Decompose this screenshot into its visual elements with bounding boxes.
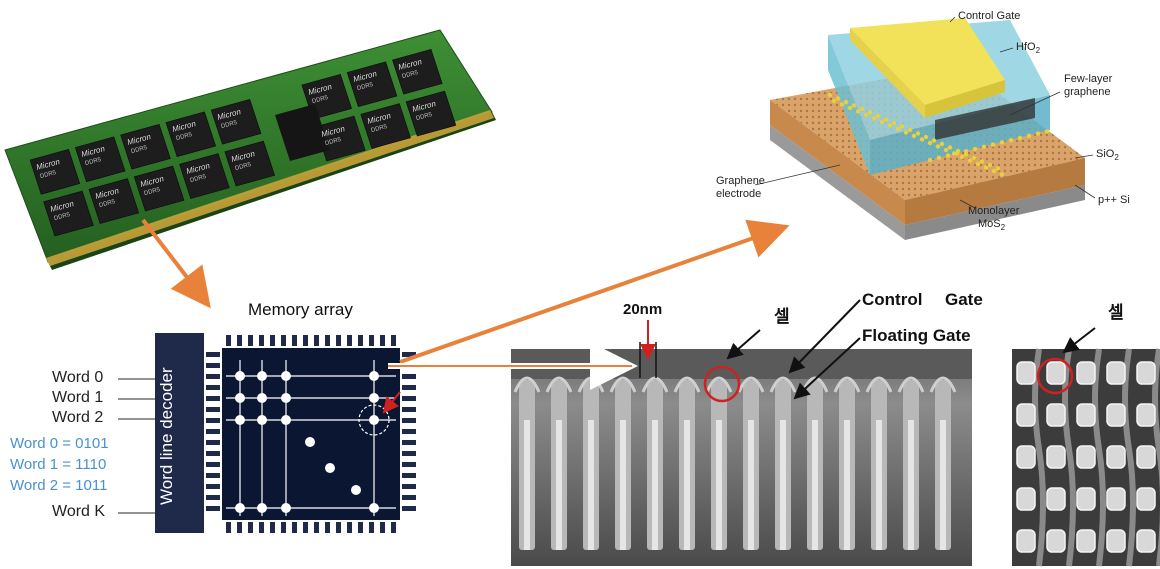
word-1-value: Word 1 = 1110: [10, 456, 107, 473]
ram-chip: [29, 148, 81, 195]
ram-module: [4, 29, 496, 270]
ram-chip: [346, 61, 398, 108]
memory-array-diagram: [118, 333, 416, 533]
label-monolayer: Monolayer: [968, 205, 1020, 217]
arrow-ram-to-array: [141, 218, 211, 309]
array-grid: [226, 360, 396, 516]
ram-chip: [120, 123, 171, 170]
array-dots: [235, 371, 379, 513]
label-cell: 셀: [774, 307, 790, 326]
sem-columns: [513, 376, 957, 550]
ram-chip: [133, 165, 185, 212]
ram-chip: [165, 111, 217, 158]
ram-chip: [74, 136, 126, 183]
mos2-atoms: [827, 92, 1050, 177]
word-line-decoder-block: [155, 333, 204, 533]
word-0-label: Word 0: [52, 369, 104, 386]
cell-highlight: [358, 404, 390, 436]
array-pins: [206, 335, 416, 533]
label-gate: Gate: [945, 290, 983, 309]
graphene-device-3d: [754, 16, 1096, 240]
ram-chips: [29, 48, 457, 237]
sem-top-view: [1012, 327, 1160, 567]
word-2-label: Word 2: [52, 409, 104, 426]
word-lines: [118, 378, 155, 514]
label-control-gate: Control Gate: [958, 10, 1021, 22]
sem-top-cells: [1016, 348, 1160, 567]
ram-chip: [360, 103, 411, 149]
label-hfo2: HfO2: [1016, 41, 1041, 56]
word-1-label: Word 1: [52, 389, 104, 406]
word-2-value: Word 2 = 1011: [10, 477, 108, 494]
sem-cell-circle: [703, 365, 741, 403]
ram-chip: [224, 140, 275, 187]
word-k-label: Word K: [52, 503, 106, 520]
memory-array-title: Memory array: [248, 300, 353, 319]
ram-chip: [392, 48, 443, 95]
ram-chip: [210, 98, 262, 145]
device-leader-lines: [754, 16, 1096, 209]
label-control: Control: [862, 290, 923, 309]
label-graphene-electrode-2: electrode: [716, 188, 762, 200]
ram-chip: [405, 90, 457, 137]
label-floating-gate: Floating Gate: [862, 326, 971, 345]
label-graphene-electrode-1: Graphene: [716, 175, 765, 187]
arrow-array-to-device: [399, 219, 790, 364]
ram-chip: [179, 153, 230, 199]
label-p-si: p++ Si: [1098, 194, 1130, 206]
label-sio2: SiO2: [1096, 148, 1119, 163]
sem-cross-section: [511, 299, 972, 566]
word-0-value: Word 0 = 0101: [10, 435, 109, 452]
top-cell-circle: [1036, 357, 1074, 395]
label-mos2: MoS2: [978, 218, 1006, 233]
label-few-layer: Few-layer: [1064, 73, 1113, 85]
label-graphene: graphene: [1064, 86, 1111, 98]
decoder-label: Word line decoder: [157, 367, 176, 505]
label-cell-right: 셀: [1108, 303, 1124, 322]
ram-chip: [88, 178, 140, 224]
ram-chip: [43, 190, 94, 237]
orange-arrows: [141, 218, 790, 390]
label-scale-20nm: 20nm: [623, 301, 663, 318]
